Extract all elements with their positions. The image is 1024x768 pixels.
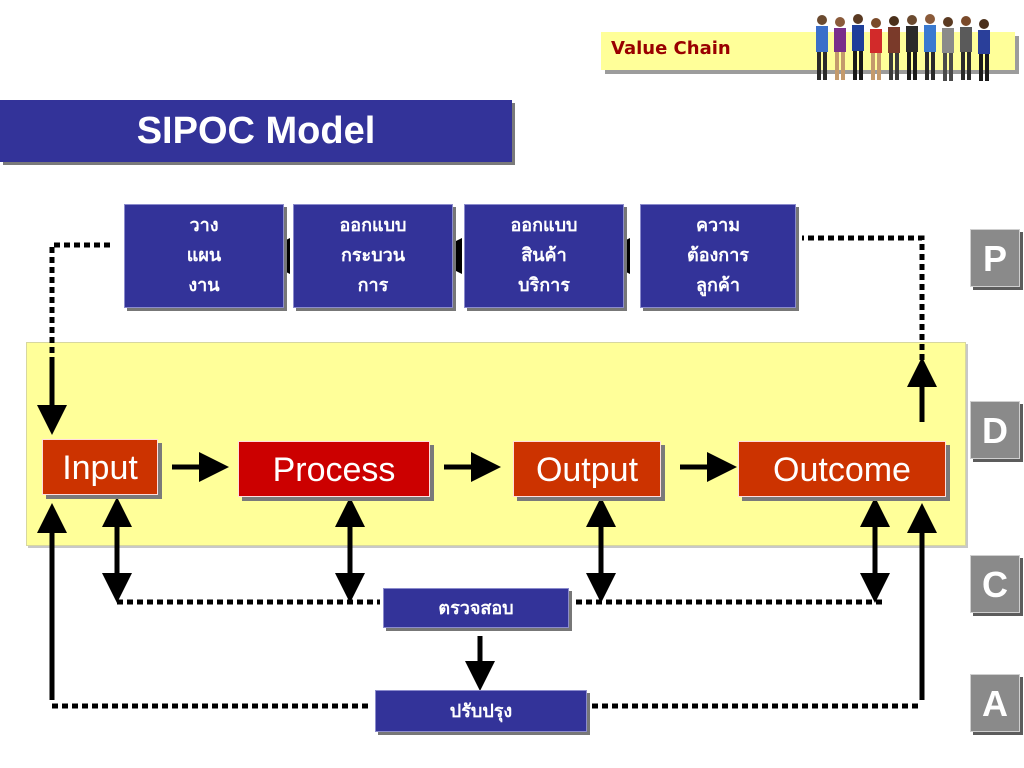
output-label: Output	[535, 451, 639, 489]
pdca-p-badge: P	[970, 229, 1020, 287]
plan-box-line: งาน	[188, 275, 220, 296]
plan-box-line: ต้องการ	[687, 245, 749, 266]
plan-box-line: แผน	[186, 245, 222, 266]
plan-box-line: ออกแบบ	[510, 215, 578, 236]
value-chain-label: Value Chain	[611, 38, 731, 59]
pdca-c-badge: C	[970, 555, 1020, 613]
plan-box-customer-needs: ความ ต้องการ ลูกค้า	[640, 204, 796, 308]
dotted-line-outcome-to-customer-needs	[802, 235, 925, 360]
dotted-line-plan-to-input	[49, 242, 110, 360]
plan-box-line: ลูกค้า	[695, 275, 741, 296]
output-box: Output	[513, 441, 661, 497]
input-box: Input	[42, 439, 158, 495]
improve-box: ปรับปรุง	[375, 690, 587, 732]
plan-box-line: การ	[357, 275, 389, 296]
pdca-d-badge: D	[970, 401, 1020, 459]
plan-box-line: บริการ	[518, 275, 570, 296]
outcome-box: Outcome	[738, 441, 946, 497]
outcome-label: Outcome	[773, 451, 911, 489]
check-label: ตรวจสอบ	[438, 598, 514, 619]
input-label: Input	[62, 449, 138, 487]
plan-box-line: สินค้า	[521, 245, 567, 266]
plan-box-line: ความ	[695, 215, 741, 236]
plan-box-work-planning: วาง แผน งาน	[124, 204, 284, 308]
plan-box-line: วาง	[189, 215, 219, 236]
check-box: ตรวจสอบ	[383, 588, 569, 628]
improve-label: ปรับปรุง	[449, 701, 513, 722]
plan-box-process-design: ออกแบบ กระบวน การ	[293, 204, 453, 308]
plan-box-line: กระบวน	[340, 245, 406, 266]
pdca-a-badge: A	[970, 674, 1020, 732]
plan-box-product-design: ออกแบบ สินค้า บริการ	[464, 204, 624, 308]
person-figures	[816, 14, 990, 81]
plan-box-line: ออกแบบ	[339, 215, 407, 236]
process-label: Process	[272, 451, 396, 489]
process-box: Process	[238, 441, 430, 497]
people-illustration	[816, 14, 990, 81]
page-title: SIPOC Model	[0, 100, 512, 162]
